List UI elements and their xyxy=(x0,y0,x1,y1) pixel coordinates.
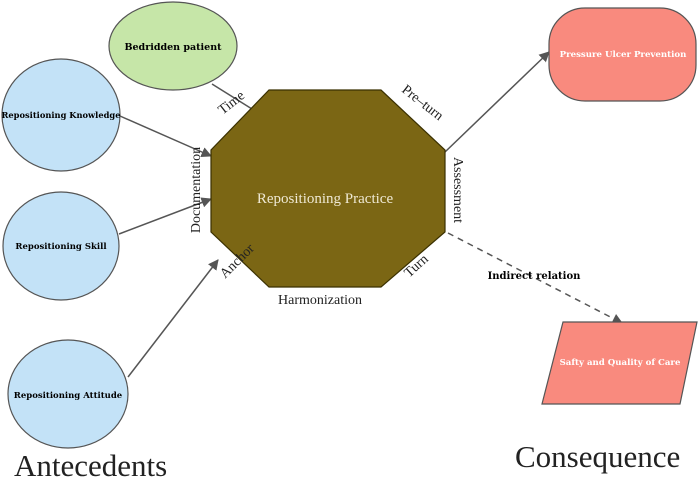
node-repositioning-skill: Repositioning Skill xyxy=(2,191,120,301)
node-prevention-label: Pressure Ulcer Prevention xyxy=(560,50,687,60)
node-skill-label: Repositioning Skill xyxy=(15,242,107,252)
edge-knowledge-practice xyxy=(119,115,212,158)
edge-attitude-practice xyxy=(127,259,219,378)
node-safety-label: Safty and Quality of Care xyxy=(560,358,681,368)
node-safety-quality: Safty and Quality of Care xyxy=(541,321,698,405)
node-knowledge-label: Repositioning Knowledge xyxy=(2,110,121,120)
node-pressure-ulcer-prevention: Pressure Ulcer Prevention xyxy=(548,7,697,102)
section-consequence: Consequence xyxy=(515,439,680,474)
node-bedridden-label: Bedridden patient xyxy=(124,42,222,53)
edges xyxy=(118,51,623,378)
label-time: Time xyxy=(216,88,248,118)
node-practice-shape xyxy=(210,89,446,288)
node-attitude-label: Repositioning Attitude xyxy=(14,391,123,401)
node-skill-shape xyxy=(2,191,120,301)
label-assessment: Assessment xyxy=(450,157,465,223)
node-practice-label: Repositioning Practice xyxy=(257,191,394,207)
node-bedridden-shape xyxy=(108,1,238,91)
label-harmonization: Harmonization xyxy=(278,293,362,308)
node-bedridden-patient: Bedridden patient xyxy=(108,1,238,91)
edge-practice-prevention xyxy=(444,51,550,153)
node-safety-shape xyxy=(541,321,698,405)
node-knowledge-shape xyxy=(1,58,121,172)
section-antecedents: Antecedents xyxy=(14,448,167,478)
node-repositioning-knowledge: Repositioning Knowledge xyxy=(1,58,121,172)
edge-skill-practice xyxy=(118,197,212,235)
node-prevention-shape xyxy=(548,7,697,102)
edge-label-indirect: Indirect relation xyxy=(488,271,582,282)
node-repositioning-practice: Repositioning Practice xyxy=(210,89,446,288)
node-repositioning-attitude: Repositioning Attitude xyxy=(7,339,129,449)
node-attitude-shape xyxy=(7,339,129,449)
label-documentation: Documentation xyxy=(189,147,204,233)
